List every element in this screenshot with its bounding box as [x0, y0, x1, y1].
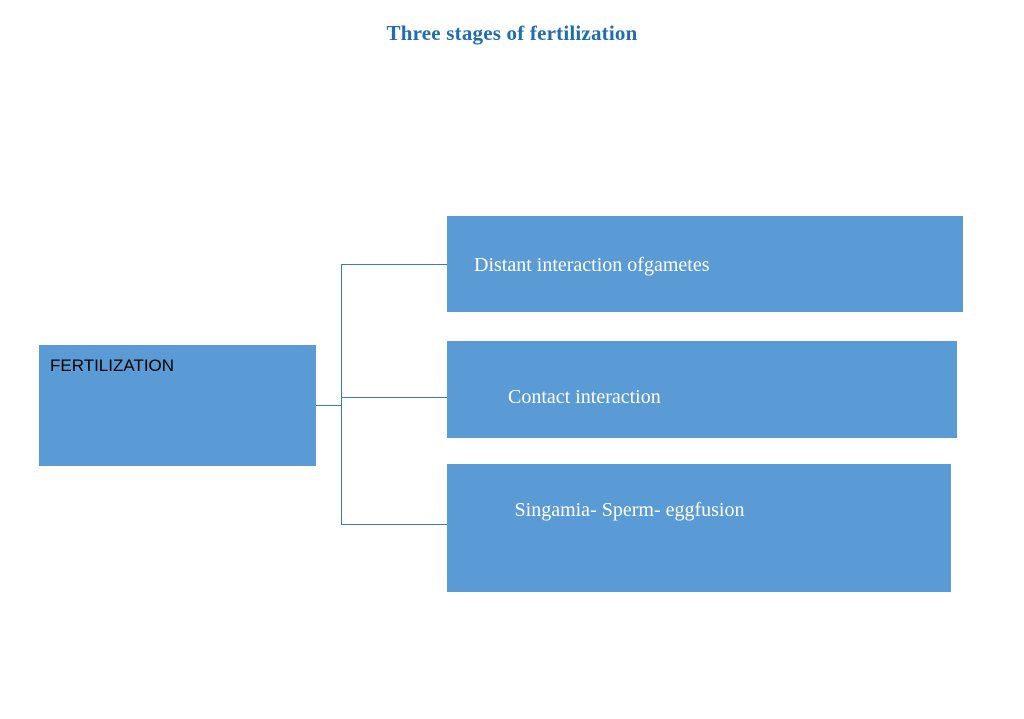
connector-stub-root [315, 405, 342, 406]
diagram-node-stage-2[interactable]: Contact interaction [447, 341, 957, 438]
connector-branch-stage-1 [341, 264, 448, 265]
diagram-node-stage-1[interactable]: Distant interaction ofgametes [447, 216, 963, 312]
connector-vertical-spine [341, 264, 342, 525]
page-title: Three stages of fertilization [386, 21, 638, 45]
diagram-node-fertilization-label: FERTILIZATION [50, 356, 175, 375]
diagram-node-stage-1-label: Distant interaction ofgametes [474, 254, 710, 276]
diagram-node-stage-3[interactable]: Singamia- Sperm- eggfusion [447, 464, 951, 592]
diagram-node-stage-2-label: Contact interaction [508, 386, 661, 408]
connector-branch-stage-2 [341, 397, 448, 398]
connector-branch-stage-3 [341, 524, 448, 525]
diagram-node-fertilization[interactable]: FERTILIZATION [39, 345, 316, 466]
diagram-node-stage-3-label: Singamia- Sperm- eggfusion [514, 499, 745, 521]
